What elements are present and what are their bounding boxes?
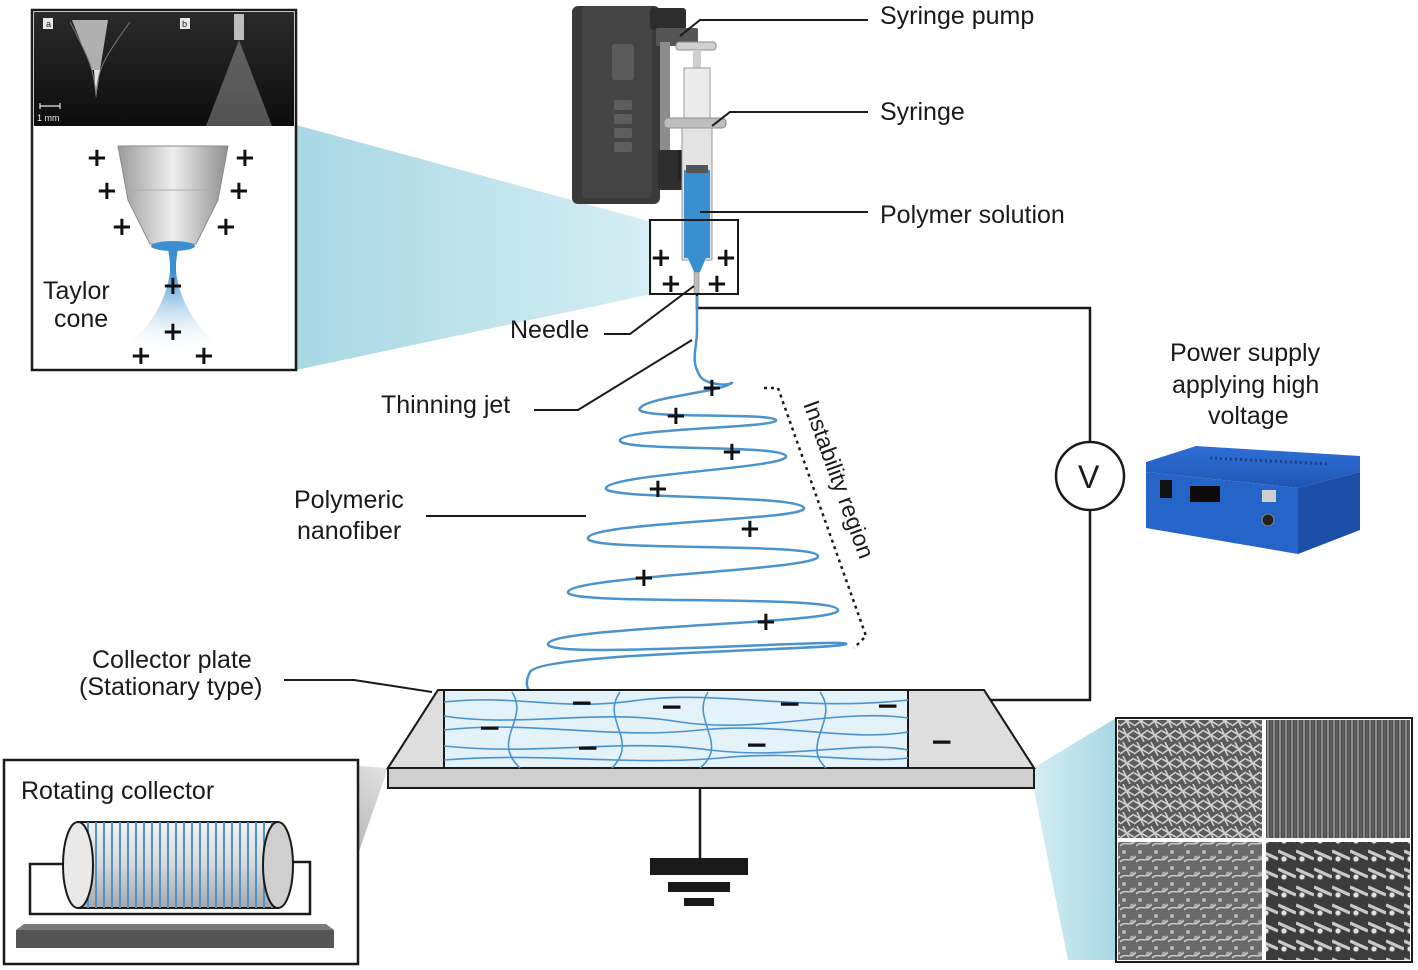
- panel-b-label: b: [182, 19, 187, 29]
- syringe-pump: [572, 6, 698, 204]
- ground-symbol: [650, 788, 748, 906]
- instability-region-label: Instability region: [798, 397, 879, 562]
- charge-plus: +: [715, 243, 737, 273]
- taylor-cone-nozzle: [117, 145, 229, 245]
- charge-plus: +: [665, 401, 687, 431]
- thinning-jet: [693, 296, 734, 386]
- charge-minus: −: [745, 728, 768, 761]
- charge-plus: +: [739, 514, 761, 544]
- charge-plus: +: [86, 143, 108, 173]
- charge-plus: +: [706, 269, 728, 299]
- sem-image-random: [1118, 720, 1262, 838]
- return-wire: [984, 510, 1092, 702]
- polymeric-nanofiber-label-line1: Polymeric: [294, 486, 404, 514]
- charge-plus: +: [650, 243, 672, 273]
- high-voltage-wire: [695, 294, 1092, 444]
- charge-plus: +: [660, 269, 682, 299]
- charge-plus: +: [228, 176, 250, 206]
- taylor-cone-label-line1: Taylor: [43, 277, 110, 305]
- collector-plate: − − − − − − − −: [386, 686, 1036, 789]
- charge-plus: +: [215, 212, 237, 242]
- voltmeter: V: [1054, 440, 1126, 512]
- charge-plus: +: [162, 317, 184, 347]
- charge-plus: +: [162, 271, 184, 301]
- charge-plus: +: [755, 607, 777, 637]
- taylor-cone-label-line2: cone: [54, 305, 108, 333]
- needle: [693, 271, 700, 295]
- charge-minus: −: [576, 731, 599, 764]
- thinning-jet-label: Thinning jet: [381, 391, 510, 419]
- charge-plus: +: [721, 437, 743, 467]
- rotating-collector-inset: Rotating collector: [2, 758, 360, 966]
- sem-magnify-beam: [1030, 718, 1116, 960]
- instability-bracket: [764, 386, 868, 649]
- collector-plate-label-line2: (Stationary type): [79, 673, 262, 701]
- charge-plus: +: [111, 212, 133, 242]
- whipping-fiber: [525, 381, 848, 692]
- power-supply-label-line2: applying high: [1172, 371, 1319, 399]
- charge-minus: −: [778, 687, 801, 720]
- rotating-collector-label: Rotating collector: [21, 777, 214, 805]
- charge-minus: −: [570, 686, 593, 719]
- panel-a-label: a: [46, 19, 51, 29]
- power-supply-label-line3: voltage: [1208, 402, 1289, 430]
- power-supply-label-line1: Power supply: [1170, 339, 1321, 367]
- voltmeter-symbol: V: [1078, 459, 1100, 495]
- sem-image-beaded: [1118, 842, 1262, 960]
- charge-plus: +: [193, 341, 215, 371]
- power-supply-device: [1146, 446, 1360, 554]
- needle-label: Needle: [510, 316, 589, 344]
- polymer-jet: [525, 296, 848, 692]
- syringe-label: Syringe: [880, 98, 965, 126]
- sem-image-hollow: [1266, 842, 1410, 960]
- sem-micrographs: [1115, 717, 1413, 963]
- polymeric-nanofiber-label-line2: nanofiber: [297, 517, 401, 545]
- sem-image-aligned: [1266, 720, 1410, 838]
- taylor-cone-inset: a b 1 mm + + + + + + + + + + Taylor cone: [30, 8, 298, 372]
- charge-minus: −: [478, 711, 501, 744]
- needle-zoom-box: [649, 219, 739, 295]
- inset-magnify-beam: [296, 125, 652, 370]
- syringe: [663, 41, 727, 295]
- charge-plus: +: [633, 563, 655, 593]
- charge-plus: +: [701, 373, 723, 403]
- charge-plus: +: [130, 341, 152, 371]
- charge-plus: +: [96, 176, 118, 206]
- polymer-solution-label: Polymer solution: [880, 201, 1065, 229]
- charge-plus: +: [647, 474, 669, 504]
- charge-plus: +: [234, 143, 256, 173]
- collector-plate-label-line1: Collector plate: [92, 646, 252, 674]
- charge-minus: −: [876, 689, 899, 722]
- charge-minus: −: [930, 725, 953, 758]
- taylor-cone-spray: [110, 272, 236, 356]
- syringe-pump-label: Syringe pump: [880, 2, 1034, 30]
- scale-bar-label: 1 mm: [37, 113, 60, 123]
- polymer-solution-fill: [684, 170, 710, 258]
- charge-minus: −: [660, 690, 683, 723]
